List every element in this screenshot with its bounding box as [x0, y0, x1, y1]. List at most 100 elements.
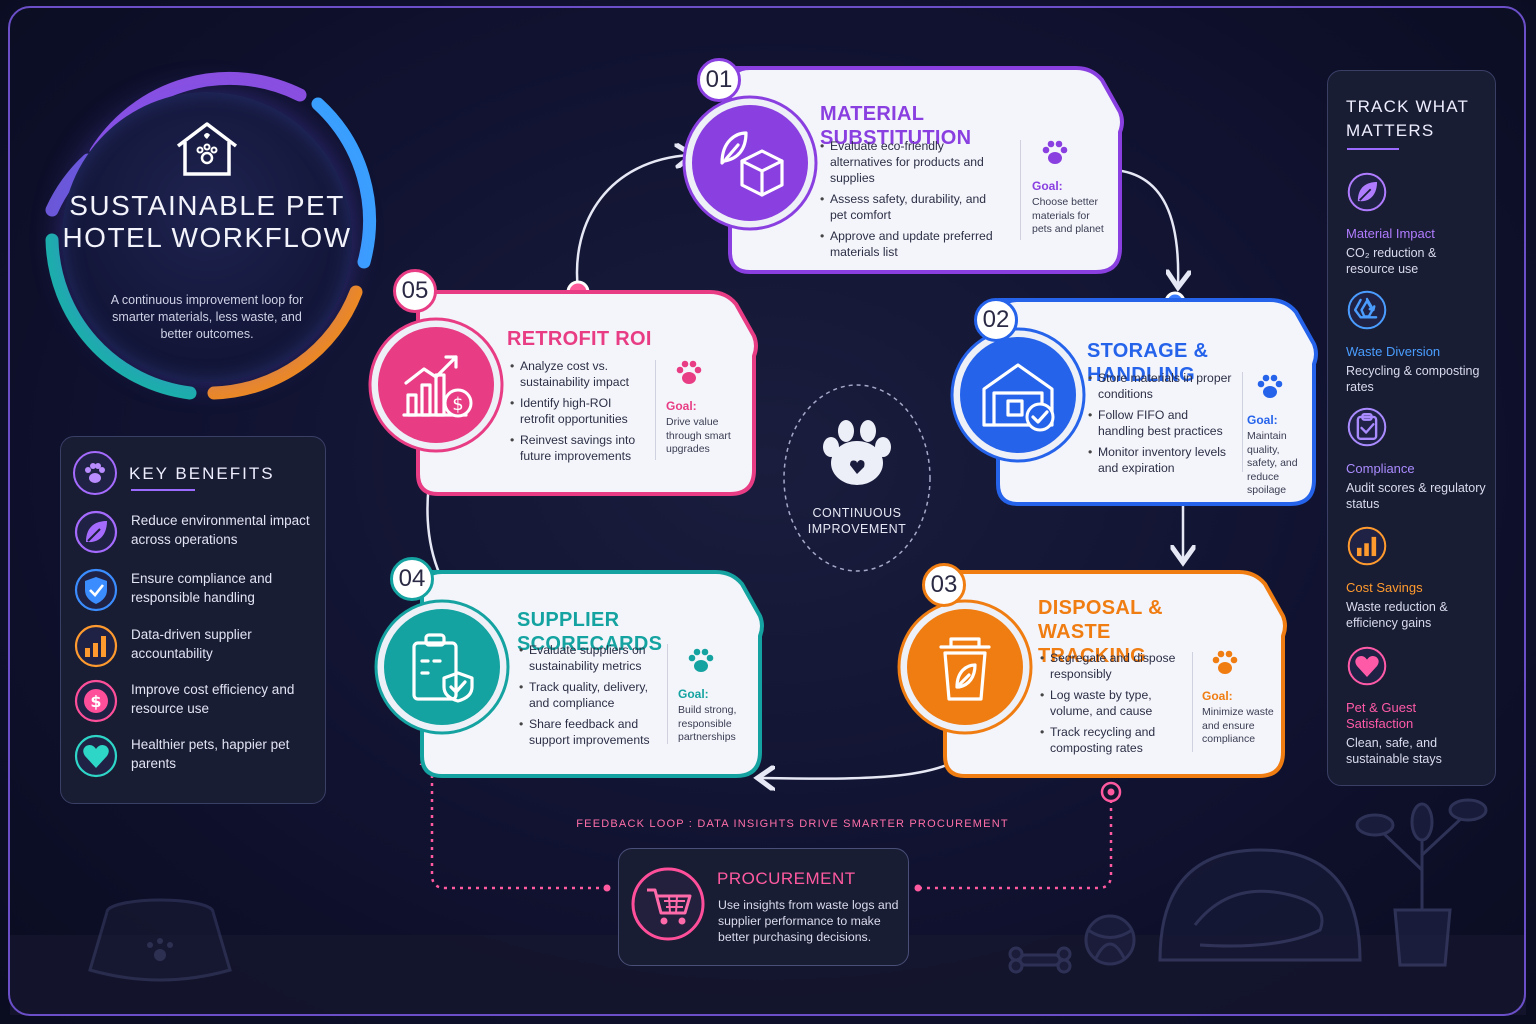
procurement-text: Use insights from waste logs and supplie… [718, 898, 899, 944]
step-goal: Goal: Build strong, responsible partners… [678, 644, 754, 745]
step-goal: Goal: Drive value through smart upgrades [666, 356, 742, 457]
goal-text: Drive value through smart upgrades [666, 416, 731, 455]
title-underline [131, 489, 195, 491]
step-bullet: Reinvest savings into future improvement… [510, 432, 642, 464]
page-subtitle: A continuous improvement loop for smarte… [110, 293, 304, 341]
step-bullet: Share feedback and support improvements [519, 716, 657, 748]
metric-description: Audit scores & regulatory status [1346, 481, 1486, 511]
bone-icon [1008, 946, 1072, 974]
leaf-icon [1346, 171, 1486, 218]
metric-description: Waste reduction & efficiency gains [1346, 600, 1448, 630]
step-title: RETROFIT ROI [507, 328, 652, 350]
bar-chart-icon [1346, 525, 1486, 572]
step-number-badge: 02 [974, 298, 1018, 342]
benefit-text: Healthier pets, happier pet parents [131, 737, 290, 771]
step-bullet: Store materials in proper conditions [1088, 370, 1236, 402]
cart-icon [631, 867, 705, 941]
divider [1192, 652, 1193, 752]
step-number-badge: 01 [697, 58, 741, 102]
step-bullet: Identify high-ROI retrofit opportunities [510, 395, 642, 427]
goal-label: Goal: [678, 687, 709, 701]
step-bullet: Monitor inventory levels and expiration [1088, 444, 1236, 476]
step-number-badge: 04 [390, 557, 434, 601]
leaf-icon [73, 509, 119, 560]
key-benefits-panel: KEY BENEFITS Reduce environmental impact… [60, 436, 326, 804]
heart-icon [1346, 645, 1486, 692]
step-bullet-list: Store materials in proper conditionsFoll… [1088, 370, 1236, 481]
step-bullet: Track quality, delivery, and compliance [519, 679, 657, 711]
procurement-title: PROCUREMENT [717, 869, 856, 888]
metric-item: Material Impact CO₂ reduction & resource… [1346, 171, 1486, 277]
step-bullet-list: Evaluate suppliers on sustainability met… [519, 642, 657, 753]
paw-icon [688, 648, 714, 672]
paw-heart-icon [823, 420, 891, 485]
step-goal: Goal: Maintain quality, safety, and redu… [1247, 370, 1311, 498]
heart-icon [73, 733, 119, 784]
title-underline [1347, 148, 1399, 150]
key-benefits-title: KEY BENEFITS [129, 464, 275, 483]
benefit-item: Ensure compliance and responsible handli… [73, 565, 323, 613]
benefit-text: Ensure compliance and responsible handli… [131, 571, 273, 605]
bar-chart-icon [73, 623, 119, 674]
step-bullet: Analyze cost vs. sustainability impact [510, 358, 642, 390]
step-bullet: Segregate and dispose responsibly [1040, 650, 1190, 682]
clipboard-check-icon [1346, 406, 1486, 453]
benefit-text: Data-driven supplier accountability [131, 627, 252, 661]
goal-label: Goal: [666, 399, 697, 413]
feedback-loop-label: FEEDBACK LOOP : DATA INSIGHTS DRIVE SMAR… [576, 818, 1009, 830]
step-number-badge: 05 [393, 269, 437, 313]
track-title: TRACK WHAT MATTERS [1346, 97, 1469, 140]
metric-label: Material Impact [1346, 226, 1435, 241]
benefit-text: Improve cost efficiency and resource use [131, 682, 295, 716]
paw-icon [676, 360, 702, 384]
metric-label: Compliance [1346, 461, 1415, 476]
metric-description: CO₂ reduction & resource use [1346, 246, 1437, 276]
benefit-text: Reduce environmental impact across opera… [131, 513, 310, 547]
benefit-item: $ Improve cost efficiency and resource u… [73, 676, 323, 724]
metric-item: Pet & Guest Satisfaction Clean, safe, an… [1346, 645, 1486, 767]
shield-check-icon [73, 567, 119, 618]
step-bullet-list: Analyze cost vs. sustainability impactId… [510, 358, 642, 469]
step-bullet: Assess safety, durability, and pet comfo… [820, 191, 1005, 223]
metric-item: Waste Diversion Recycling & composting r… [1346, 289, 1486, 395]
divider [1020, 140, 1021, 240]
step-bullet-list: Segregate and dispose responsiblyLog was… [1040, 650, 1190, 761]
pet-bed-icon [1158, 848, 1362, 962]
ball-icon [1084, 914, 1136, 966]
metric-label: Cost Savings [1346, 580, 1423, 595]
plant-icon [1355, 798, 1488, 967]
step-bullet: Log waste by type, volume, and cause [1040, 687, 1190, 719]
page-title: SUSTAINABLE PET HOTEL WORKFLOW [62, 190, 352, 253]
paw-icon [73, 451, 117, 495]
metric-item: Cost Savings Waste reduction & efficienc… [1346, 525, 1486, 631]
metric-label: Pet & Guest Satisfaction [1346, 700, 1417, 731]
svg-text:$: $ [90, 692, 101, 711]
step-bullet: Follow FIFO and handling best practices [1088, 407, 1236, 439]
divider [667, 644, 668, 744]
dollar-icon: $ [73, 678, 119, 729]
metric-label: Waste Diversion [1346, 344, 1441, 359]
step-number-badge: 03 [922, 563, 966, 607]
goal-label: Goal: [1202, 689, 1233, 703]
goal-text: Choose better materials for pets and pla… [1032, 196, 1104, 235]
benefit-item: Reduce environmental impact across opera… [73, 507, 323, 555]
benefit-item: Data-driven supplier accountability [73, 621, 323, 669]
continuous-improvement-label: CONTINUOUS IMPROVEMENT [807, 506, 907, 536]
pet-house-icon [176, 122, 238, 176]
benefit-item: Healthier pets, happier pet parents [73, 731, 323, 779]
divider [1242, 372, 1243, 472]
step-bullet: Evaluate eco-friendly alternatives for p… [820, 138, 1005, 186]
goal-label: Goal: [1247, 413, 1278, 427]
title-badge: SUSTAINABLE PET HOTEL WORKFLOW A continu… [62, 92, 352, 382]
metric-description: Clean, safe, and sustainable stays [1346, 736, 1442, 766]
paw-icon [1257, 374, 1283, 398]
step-bullet: Track recycling and composting rates [1040, 724, 1190, 756]
metric-description: Recycling & composting rates [1346, 364, 1480, 394]
recycle-icon [1346, 289, 1486, 336]
goal-text: Maintain quality, safety, and reduce spo… [1247, 430, 1298, 496]
paw-icon [1042, 140, 1068, 164]
step-goal: Goal: Minimize waste and ensure complian… [1202, 646, 1278, 747]
goal-label: Goal: [1032, 179, 1063, 193]
goal-text: Build strong, responsible partnerships [678, 704, 737, 743]
